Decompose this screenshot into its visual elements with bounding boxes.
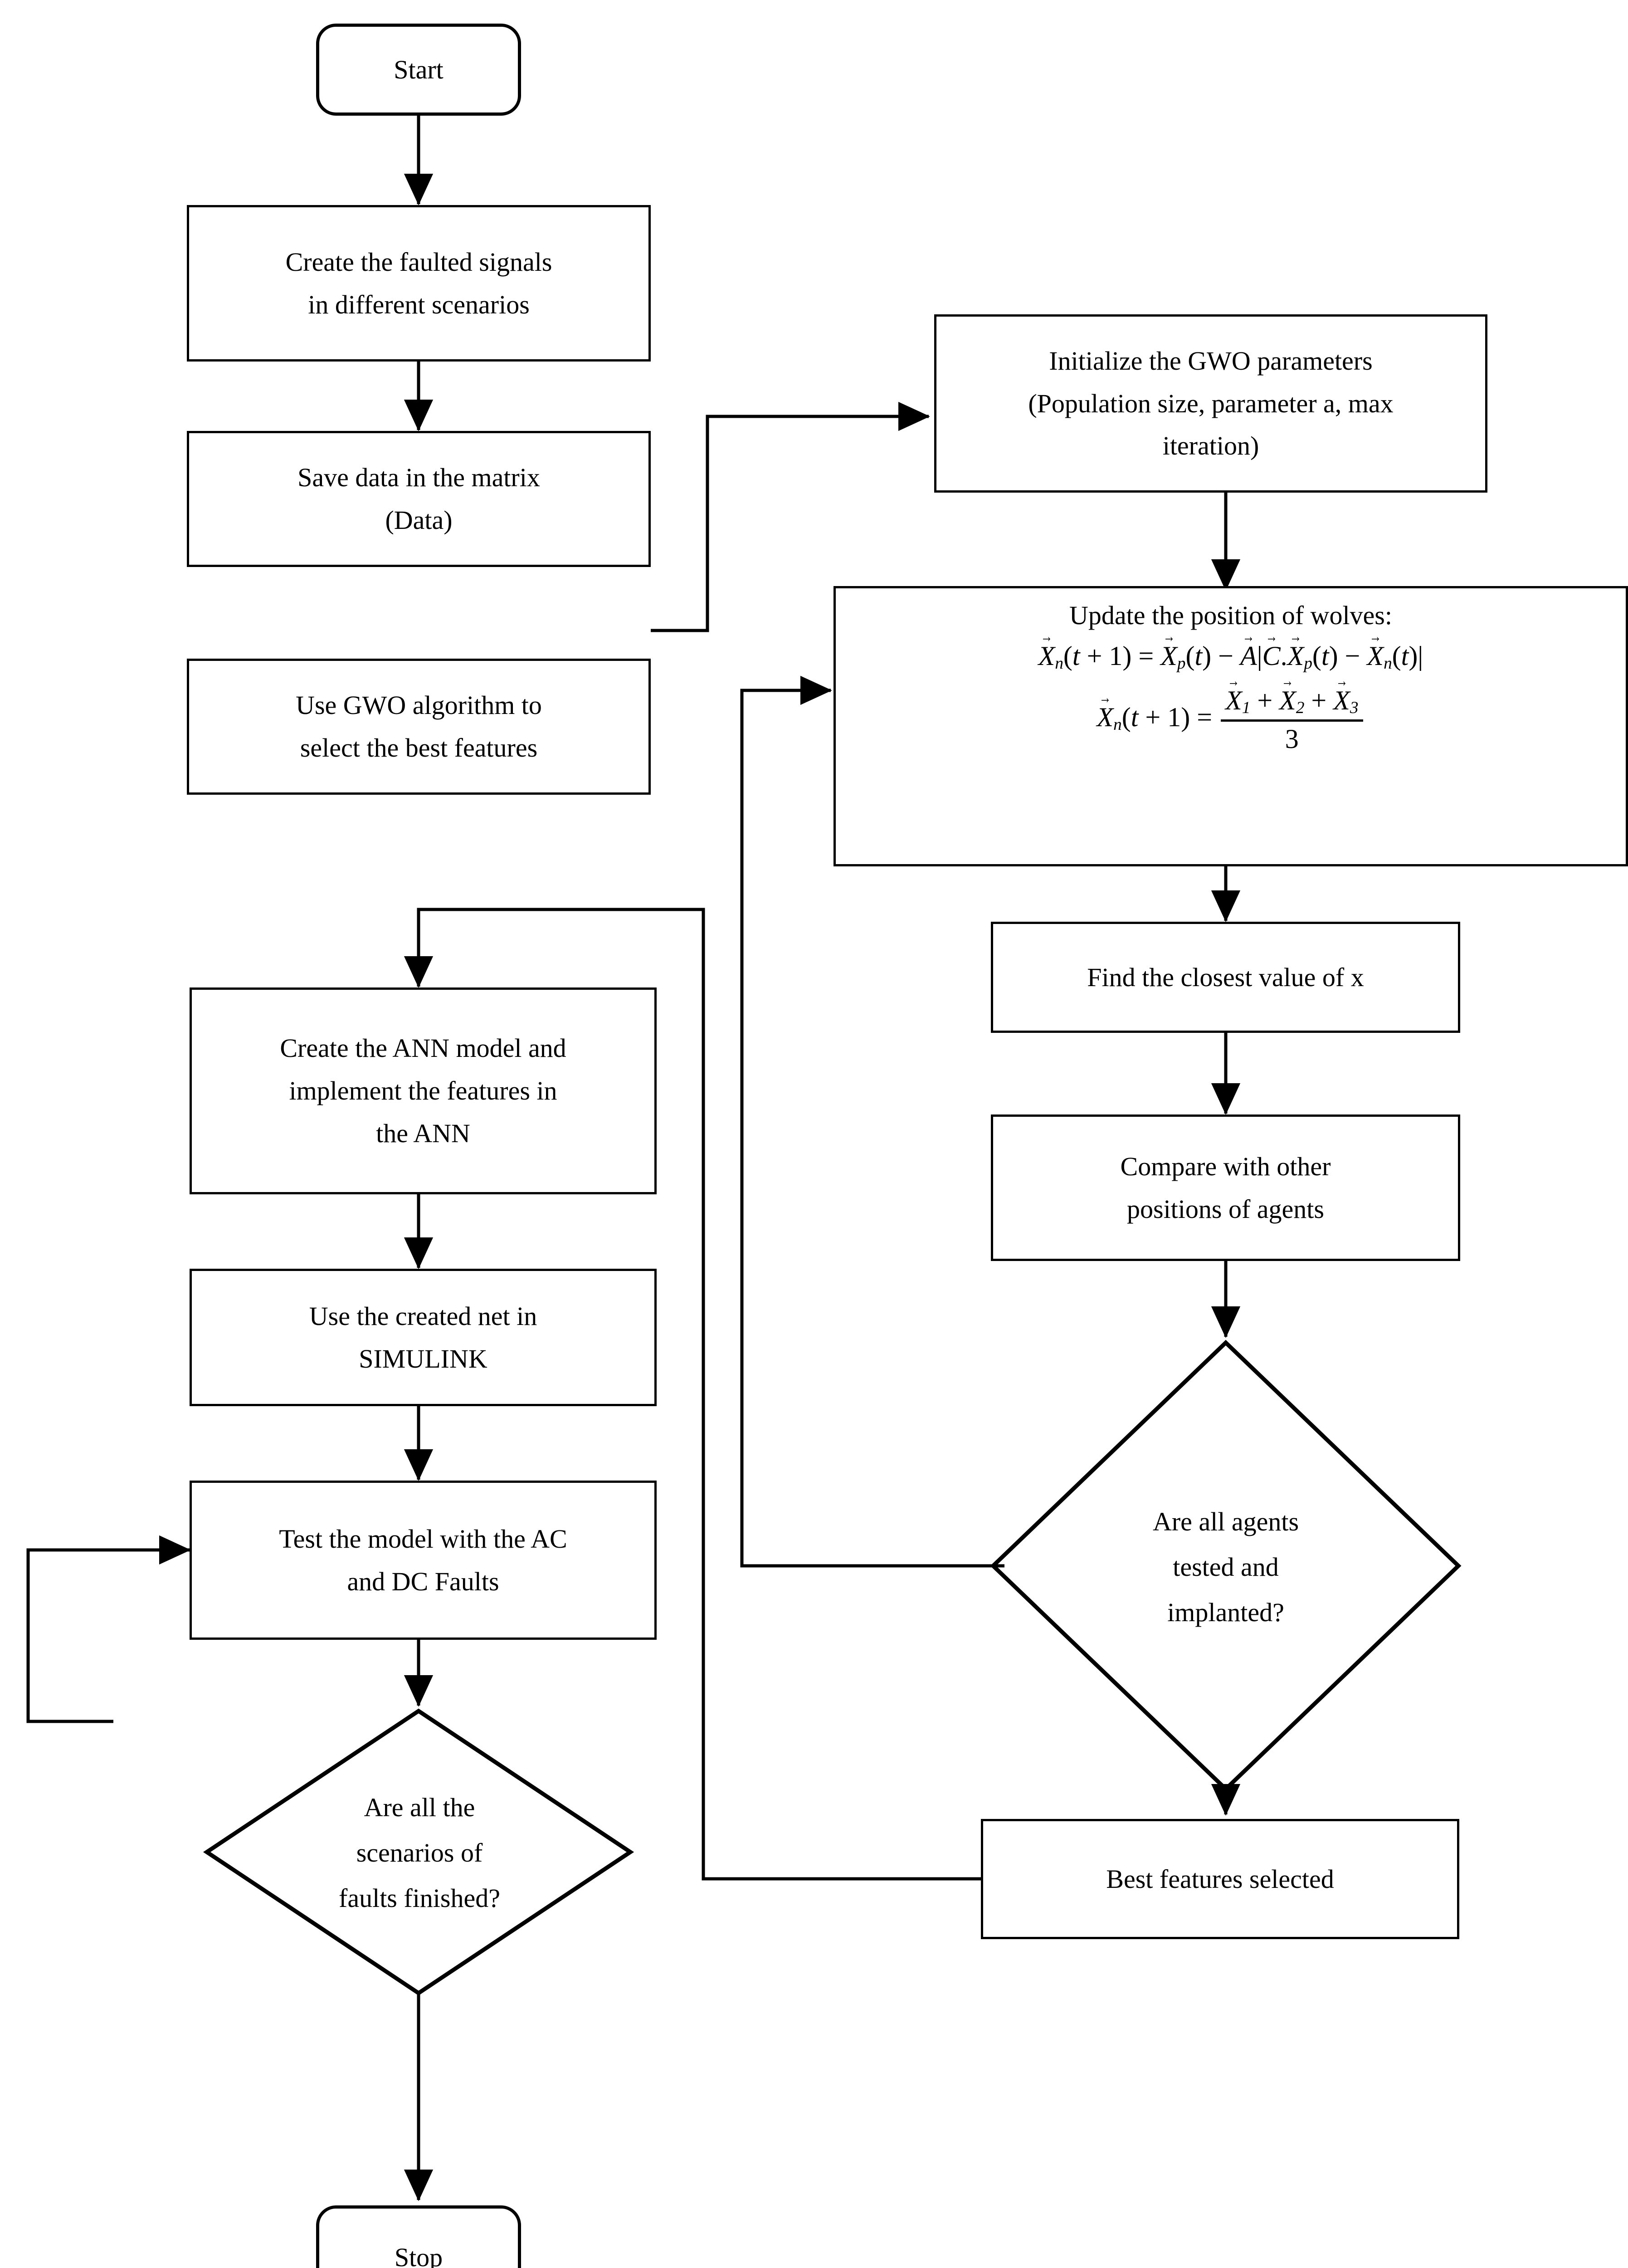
node-test-model-line1: Test the model with the AC bbox=[279, 1524, 567, 1554]
node-agents-decision-line1: Are all agents bbox=[1152, 1507, 1299, 1537]
node-scenarios-decision[interactable]: Are all the scenarios of faults finished… bbox=[272, 1769, 567, 1937]
node-start-label: Start bbox=[394, 54, 444, 84]
node-create-signals-line1: Create the faulted signals bbox=[285, 247, 552, 277]
node-create-ann-line1: Create the ANN model and bbox=[280, 1033, 566, 1063]
node-use-gwo-line1: Use GWO algorithm to bbox=[296, 690, 542, 720]
equation-2-denominator: 3 bbox=[1285, 724, 1299, 754]
node-scenarios-decision-line1: Are all the bbox=[364, 1793, 475, 1823]
node-test-model[interactable]: Test the model with the AC and DC Faults bbox=[190, 1481, 657, 1640]
edge-use-gwo-to-init-gwo bbox=[651, 401, 930, 632]
scenarios-decision-diamond bbox=[203, 1708, 634, 1996]
node-test-model-line2: and DC Faults bbox=[347, 1566, 499, 1596]
node-create-signals-line2: in different scenarios bbox=[308, 289, 530, 319]
node-init-gwo[interactable]: Initialize the GWO parameters (Populatio… bbox=[934, 314, 1487, 493]
node-scenarios-decision-line2: scenarios of bbox=[356, 1838, 483, 1868]
node-update-position-equation-2: Xn(t + 1) = X1 + X2 + X3 3 bbox=[836, 685, 1626, 755]
node-stop-label: Stop bbox=[394, 2243, 443, 2268]
node-save-data-line1: Save data in the matrix bbox=[297, 463, 540, 493]
node-save-data[interactable]: Save data in the matrix (Data) bbox=[187, 431, 651, 567]
edge-agents-decision-feedback-to-update-position bbox=[740, 675, 1004, 1568]
node-use-gwo-line2: select the best features bbox=[300, 733, 538, 763]
node-use-net-line2: SIMULINK bbox=[359, 1344, 487, 1374]
node-compare-positions-line2: positions of agents bbox=[1127, 1194, 1324, 1224]
node-agents-decision-line2: tested and bbox=[1173, 1552, 1279, 1582]
node-init-gwo-line1: Initialize the GWO parameters bbox=[1049, 346, 1373, 376]
node-update-position-equation-1: Xn(t + 1) = Xp(t) − A|C.Xp(t) − Xn(t)| bbox=[836, 640, 1626, 673]
node-create-ann[interactable]: Create the ANN model and implement the f… bbox=[190, 987, 657, 1194]
node-scenarios-decision-line3: faults finished? bbox=[339, 1883, 500, 1913]
node-update-position-title: Update the position of wolves: bbox=[1069, 601, 1392, 630]
edge-best-features-to-create-ann bbox=[404, 908, 981, 1881]
node-create-ann-line2: implement the features in bbox=[289, 1076, 557, 1106]
node-update-position[interactable]: Update the position of wolves: Xn(t + 1)… bbox=[833, 586, 1628, 866]
node-compare-positions[interactable]: Compare with other positions of agents bbox=[991, 1114, 1460, 1261]
node-create-ann-line3: the ANN bbox=[376, 1118, 470, 1148]
node-best-features-line1: Best features selected bbox=[1106, 1864, 1334, 1894]
node-best-features[interactable]: Best features selected bbox=[981, 1819, 1459, 1939]
node-save-data-line2: (Data) bbox=[385, 505, 453, 535]
decision-shapes bbox=[203, 1339, 1462, 1996]
node-use-net[interactable]: Use the created net in SIMULINK bbox=[190, 1269, 657, 1406]
node-find-closest[interactable]: Find the closest value of x bbox=[991, 922, 1460, 1033]
node-init-gwo-line3: iteration) bbox=[1162, 431, 1259, 461]
node-find-closest-line1: Find the closest value of x bbox=[1087, 962, 1364, 992]
edges bbox=[26, 116, 1241, 2201]
node-stop[interactable]: Stop bbox=[316, 2205, 521, 2268]
node-use-net-line1: Use the created net in bbox=[309, 1301, 537, 1331]
node-compare-positions-line1: Compare with other bbox=[1120, 1151, 1331, 1181]
agents-decision-diamond bbox=[990, 1339, 1462, 1792]
edge-scenarios-decision-feedback-to-test-model bbox=[26, 1535, 191, 1723]
node-init-gwo-line2: (Population size, parameter a, max bbox=[1028, 388, 1394, 418]
node-use-gwo[interactable]: Use GWO algorithm to select the best fea… bbox=[187, 659, 651, 795]
equation-2-numerator: X1 + X2 + X3 bbox=[1221, 685, 1363, 722]
node-agents-decision[interactable]: Are all agents tested and implanted? bbox=[1078, 1483, 1373, 1651]
node-agents-decision-line3: implanted? bbox=[1167, 1597, 1284, 1627]
node-start[interactable]: Start bbox=[316, 24, 521, 116]
node-create-signals[interactable]: Create the faulted signals in different … bbox=[187, 205, 651, 362]
